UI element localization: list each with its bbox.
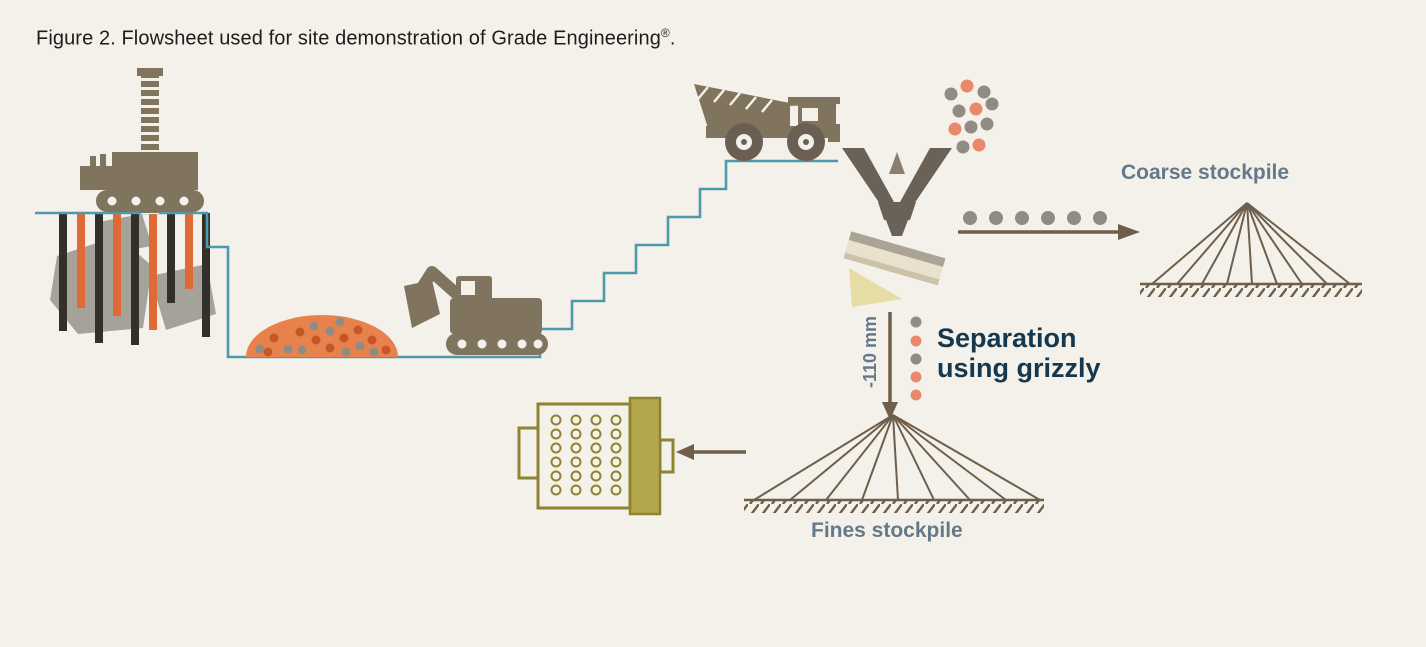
separation-label-line2: using grizzly xyxy=(937,353,1101,383)
drill-rig-icon xyxy=(80,68,204,214)
muck-pile-icon xyxy=(246,315,398,357)
hopper-icon xyxy=(842,148,952,236)
fines-stockpile-label: Fines stockpile xyxy=(811,519,963,542)
pit-profile-line xyxy=(35,159,838,359)
figure-caption: Figure 2. Flowsheet used for site demons… xyxy=(36,26,676,51)
figure-caption-period: . xyxy=(669,27,676,50)
coarse-stockpile-label: Coarse stockpile xyxy=(1121,161,1289,184)
undersize-label: -110 mm xyxy=(860,316,880,388)
coarse-stockpile-icon xyxy=(1140,202,1362,297)
fines-stockpile-icon xyxy=(744,414,1044,513)
undersize-flow-arrow-icon xyxy=(882,312,922,420)
falling-rocks-icon xyxy=(944,79,999,154)
mill-feed-arrow-icon xyxy=(676,444,746,460)
figure-caption-text: Figure 2. Flowsheet used for site demons… xyxy=(36,27,661,50)
grizzly-screen-icon xyxy=(843,231,946,307)
separation-label-line1: Separation xyxy=(937,323,1077,353)
registered-mark: ® xyxy=(660,26,670,40)
coarse-flow-arrow-icon xyxy=(958,211,1140,240)
haul-truck-icon xyxy=(694,84,840,161)
blast-pattern-icon xyxy=(50,213,216,345)
mill-icon xyxy=(517,396,675,516)
excavator-icon xyxy=(404,266,548,355)
